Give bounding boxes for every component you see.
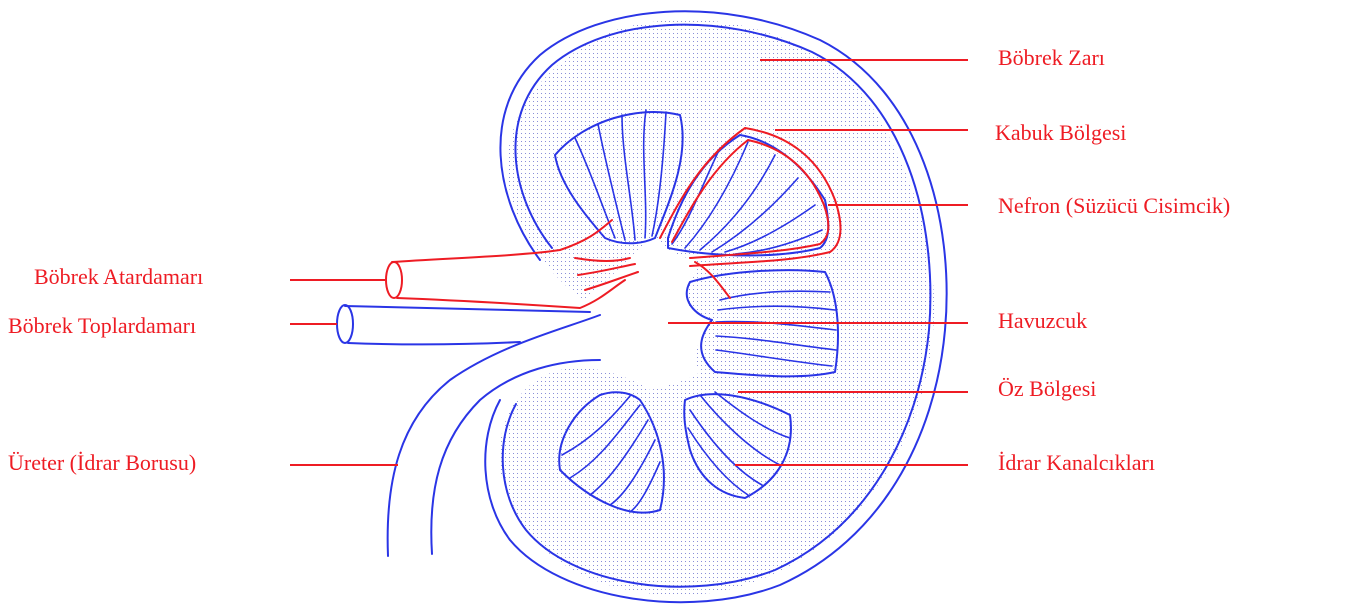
label-bobrek-atardamari: Böbrek Atardamarı <box>34 264 203 290</box>
label-bobrek-zari: Böbrek Zarı <box>998 45 1105 71</box>
label-nefron: Nefron (Süzücü Cisimcik) <box>998 193 1230 219</box>
label-bobrek-toplardamari: Böbrek Toplardamarı <box>8 313 196 339</box>
label-oz-bolgesi: Öz Bölgesi <box>998 376 1096 402</box>
label-kabuk-bolgesi: Kabuk Bölgesi <box>995 120 1126 146</box>
label-havuzcuk: Havuzcuk <box>998 308 1087 334</box>
label-idrar-kanalciklari: İdrar Kanalcıkları <box>998 450 1155 476</box>
label-ureter: Üreter (İdrar Borusu) <box>8 450 196 476</box>
